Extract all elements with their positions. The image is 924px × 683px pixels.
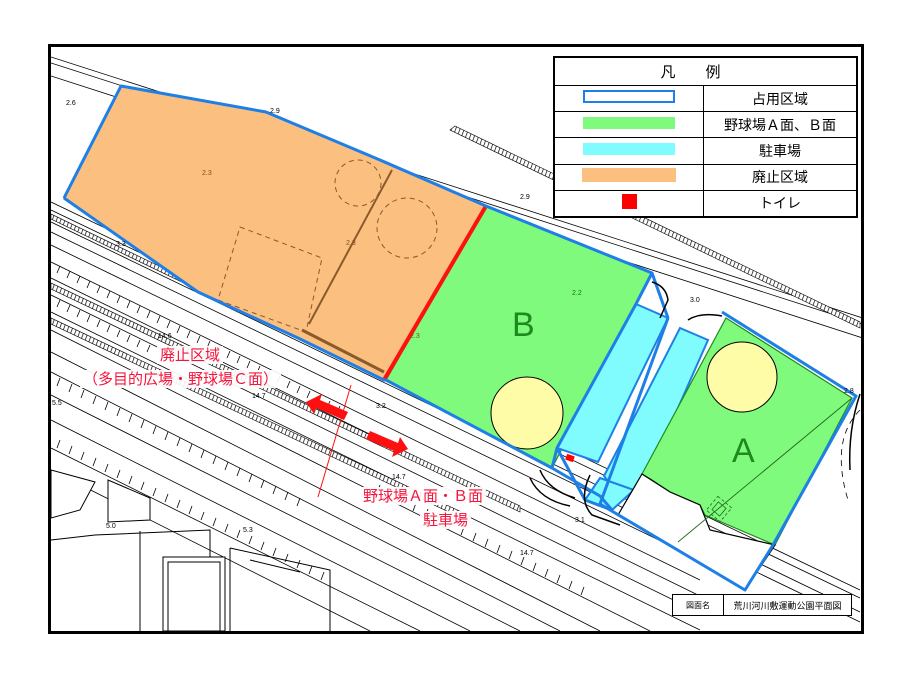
elevation-label: 3.0	[690, 297, 700, 304]
elevation-label: 3.3	[116, 241, 126, 248]
annotation-arrows	[306, 394, 408, 457]
field-a-label: A	[732, 432, 755, 470]
elevation-label: 2.2	[572, 290, 582, 297]
legend-label: 駐車場	[703, 137, 857, 165]
field-b-label: B	[512, 306, 535, 344]
elevation-label: 14.6	[158, 333, 172, 340]
elevation-label: 5.0	[106, 523, 116, 530]
elevation-label: 2.9	[270, 108, 280, 115]
field-a-foul-line	[677, 397, 853, 543]
elevation-label: 2.8	[844, 388, 854, 395]
field-a-infield	[706, 341, 778, 413]
abolished-edge	[301, 328, 385, 374]
retained-fields-note: 野球場Ａ面・Ｂ面	[360, 487, 487, 505]
legend-row-occupancy: 占用区域	[554, 84, 857, 113]
elevation-label: 14.7	[520, 550, 534, 557]
elevation-label: 3.1	[575, 517, 585, 524]
drawing-title-block: 図面名 荒川河川敷運動公園平面図	[672, 594, 852, 616]
legend-label: トイレ	[703, 189, 857, 218]
legend-label: 廃止区域	[703, 163, 857, 191]
annotation-leader-line	[317, 384, 352, 498]
arrow-right-icon	[366, 431, 408, 457]
elevation-label: 5.5	[52, 400, 62, 407]
elevation-label: 14.7	[252, 393, 266, 400]
occupancy-outline	[62, 84, 858, 592]
elevation-label: 3.2	[376, 403, 386, 410]
map-legend: 凡例 占用区域 野球場Ａ面、Ｂ面 駐車場 廃止区域 トイレ	[553, 56, 858, 218]
legend-header: 凡例	[554, 57, 857, 86]
field-b-infield	[490, 376, 564, 450]
elevation-label: 2.3	[410, 333, 420, 340]
parking-swatch-icon	[583, 142, 675, 155]
slope-hachures	[56, 265, 585, 596]
residential-blocks	[51, 469, 331, 631]
abolished-area-detail: （多目的広場・野球場Ｃ面）	[80, 370, 282, 388]
legend-row-baseball: 野球場Ａ面、Ｂ面	[554, 111, 857, 139]
abolished-fence	[308, 169, 393, 325]
elevation-label: 2.3	[346, 240, 356, 247]
elevation-label: 2.3	[202, 170, 212, 177]
occupancy-swatch-icon	[583, 90, 675, 104]
legend-label: 野球場Ａ面、Ｂ面	[703, 111, 857, 139]
legend-row-parking: 駐車場	[554, 137, 857, 165]
arrow-left-icon	[306, 394, 348, 420]
retained-parking-note: 駐車場	[420, 511, 472, 529]
elevation-label: 5.3	[243, 527, 253, 534]
legend-row-abolished: 廃止区域	[554, 163, 857, 191]
abolished-swatch-icon	[582, 168, 676, 183]
baseball-swatch-icon	[583, 116, 675, 129]
elevation-label: 2.6	[66, 100, 76, 107]
legend-label: 占用区域	[703, 84, 857, 113]
elevation-label: 2.9	[520, 194, 530, 201]
toilet-marker	[565, 453, 575, 463]
elevation-label: 14.7	[392, 474, 406, 481]
abolished-boundary-line	[382, 204, 488, 382]
drawing-name-label: 図面名	[673, 595, 724, 615]
legend-row-toilet: トイレ	[554, 189, 857, 218]
abolished-area-title: 廃止区域	[157, 346, 224, 364]
toilet-swatch-icon	[621, 193, 637, 209]
drawing-name-value: 荒川河川敷運動公園平面図	[733, 601, 842, 612]
